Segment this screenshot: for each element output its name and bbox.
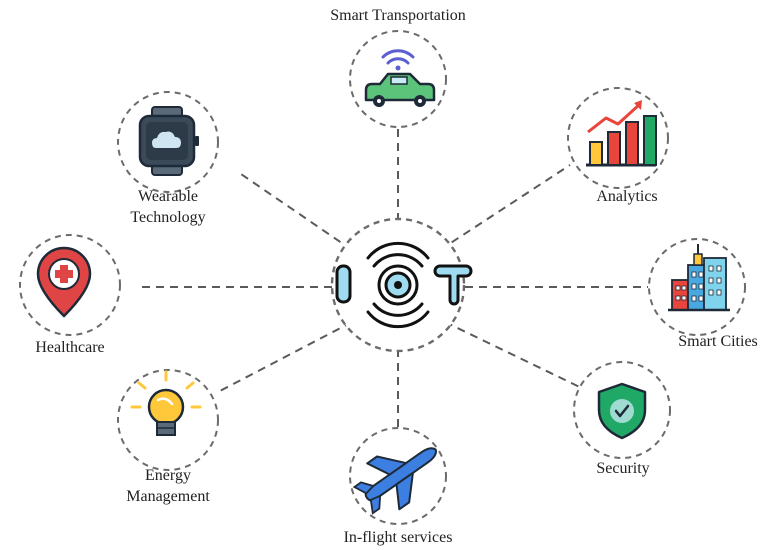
label-energy-management-line2: Management: [126, 488, 210, 505]
label-in-flight-services: In-flight services: [343, 529, 453, 546]
label-smart-cities: Smart Cities: [678, 333, 758, 350]
connector-analytics: [439, 164, 571, 251]
smartwatch-icon: [138, 106, 199, 176]
connector-energy-management: [217, 321, 353, 393]
car-wifi-icon: [364, 49, 436, 107]
label-healthcare: Healthcare: [35, 339, 105, 356]
label-energy-management-line1: Energy: [145, 467, 191, 484]
label-wearable-technology-line2: Technology: [130, 209, 206, 226]
iot-logo-icon: [335, 241, 473, 329]
medical-pin-icon: [36, 246, 92, 318]
bar-chart-icon: [586, 100, 657, 167]
label-analytics: Analytics: [596, 188, 658, 205]
label-energy-management: Energy Management: [126, 465, 210, 507]
connector-wearable-technology: [237, 171, 353, 251]
label-security: Security: [596, 460, 650, 477]
label-wearable-technology-line1: Wearable: [138, 188, 198, 205]
airplane-icon: [352, 447, 437, 515]
light-bulb-icon: [130, 370, 202, 436]
label-wearable-technology: Wearable Technology: [130, 186, 205, 228]
connector-security: [444, 321, 591, 393]
city-buildings-icon: [668, 244, 730, 312]
label-smart-transportation: Smart Transportation: [330, 7, 466, 24]
shield-check-icon: [597, 382, 647, 440]
